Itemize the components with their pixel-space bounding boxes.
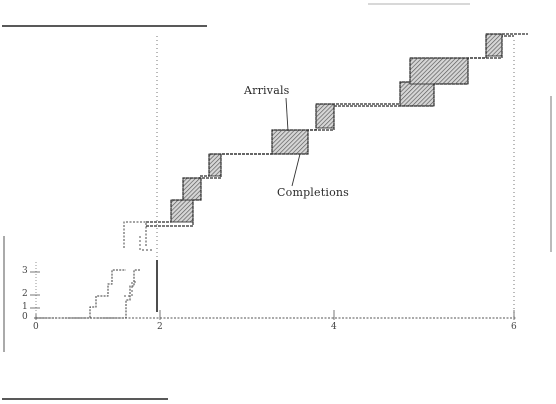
hatch-block-1 bbox=[170, 199, 194, 223]
arrival-bracket bbox=[123, 221, 147, 248]
arrivals-pointer bbox=[285, 97, 289, 132]
lower-dash-steps bbox=[124, 281, 136, 297]
lower-arrivals-steps bbox=[36, 269, 126, 319]
x-tick-label-6: 6 bbox=[511, 322, 517, 332]
completions-pointer bbox=[291, 153, 301, 187]
bracket-inner bbox=[139, 236, 152, 251]
hatch-block-6 bbox=[399, 81, 435, 107]
hatch-block-7 bbox=[409, 57, 469, 85]
hatch-block-4 bbox=[271, 129, 309, 155]
y-tick-label-3: 3 bbox=[22, 266, 28, 276]
completions-staircase bbox=[146, 35, 514, 227]
hatch-block-3 bbox=[208, 153, 222, 177]
y-tick-label-0: 0 bbox=[22, 312, 28, 322]
arrivals-staircase bbox=[146, 33, 528, 223]
x-tick-label-0: 0 bbox=[33, 322, 39, 332]
x-tick-label-2: 2 bbox=[157, 322, 163, 332]
hatch-block-5 bbox=[315, 103, 335, 129]
lower-completions-steps bbox=[90, 269, 140, 319]
hatch-block-8 bbox=[485, 33, 503, 57]
arrivals-label: Arrivals bbox=[244, 84, 290, 97]
hatch-block-2 bbox=[182, 177, 202, 201]
y-tick-label-2: 2 bbox=[22, 289, 28, 299]
completions-label: Completions bbox=[277, 186, 350, 199]
x-tick-label-4: 4 bbox=[331, 322, 337, 332]
y-tick-label-1: 1 bbox=[22, 302, 28, 312]
